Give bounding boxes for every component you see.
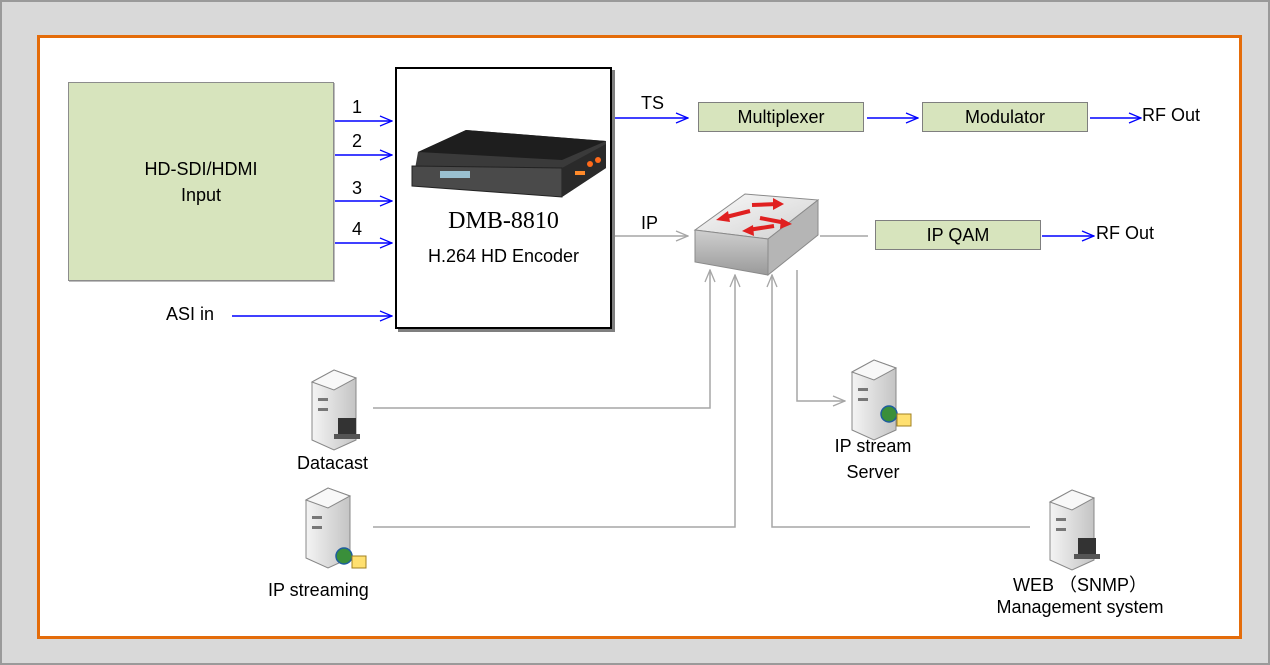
- modulator-box: Modulator: [922, 102, 1088, 132]
- multiplexer-label: Multiplexer: [737, 106, 825, 127]
- input-box-line1: HD-SDI/HDMI: [144, 158, 258, 179]
- web-link: [772, 275, 1030, 528]
- input-box-line2: Input: [180, 184, 222, 205]
- ip-stream-server-label-line2: Server: [846, 462, 900, 482]
- web-label-line2: Management system: [996, 597, 1164, 617]
- hd-sdi-hdmi-input-box: HD-SDI/HDMI Input: [68, 82, 334, 281]
- encoder-subtitle: H.264 HD Encoder: [427, 246, 580, 266]
- stream-server-link: [796, 270, 845, 401]
- ip-qam-box: IP QAM: [875, 220, 1041, 250]
- rf-out-label-2: RF Out: [1096, 223, 1155, 243]
- channel-2-label: 2: [352, 131, 363, 151]
- datacast-link: [373, 270, 710, 409]
- channel-1-label: 1: [352, 97, 363, 117]
- web-label-line1: WEB （SNMP）: [1012, 575, 1147, 595]
- ip-qam-label: IP QAM: [926, 224, 990, 245]
- channel-4-label: 4: [352, 219, 363, 239]
- ts-label: TS: [641, 93, 665, 113]
- modulator-label: Modulator: [964, 106, 1046, 127]
- encoder-box: [395, 67, 612, 329]
- rf-out-label-1: RF Out: [1142, 105, 1201, 125]
- ip-streaming-label: IP streaming: [268, 580, 369, 600]
- channel-3-label: 3: [352, 178, 363, 198]
- multiplexer-box: Multiplexer: [698, 102, 864, 132]
- encoder-model: DMB-8810: [448, 208, 559, 234]
- ip-stream-server-label-line1: IP stream: [834, 436, 912, 456]
- asi-in-label: ASI in: [166, 304, 215, 324]
- ip-streaming-link: [373, 275, 735, 528]
- ip-label: IP: [641, 213, 659, 233]
- datacast-label: Datacast: [297, 453, 369, 473]
